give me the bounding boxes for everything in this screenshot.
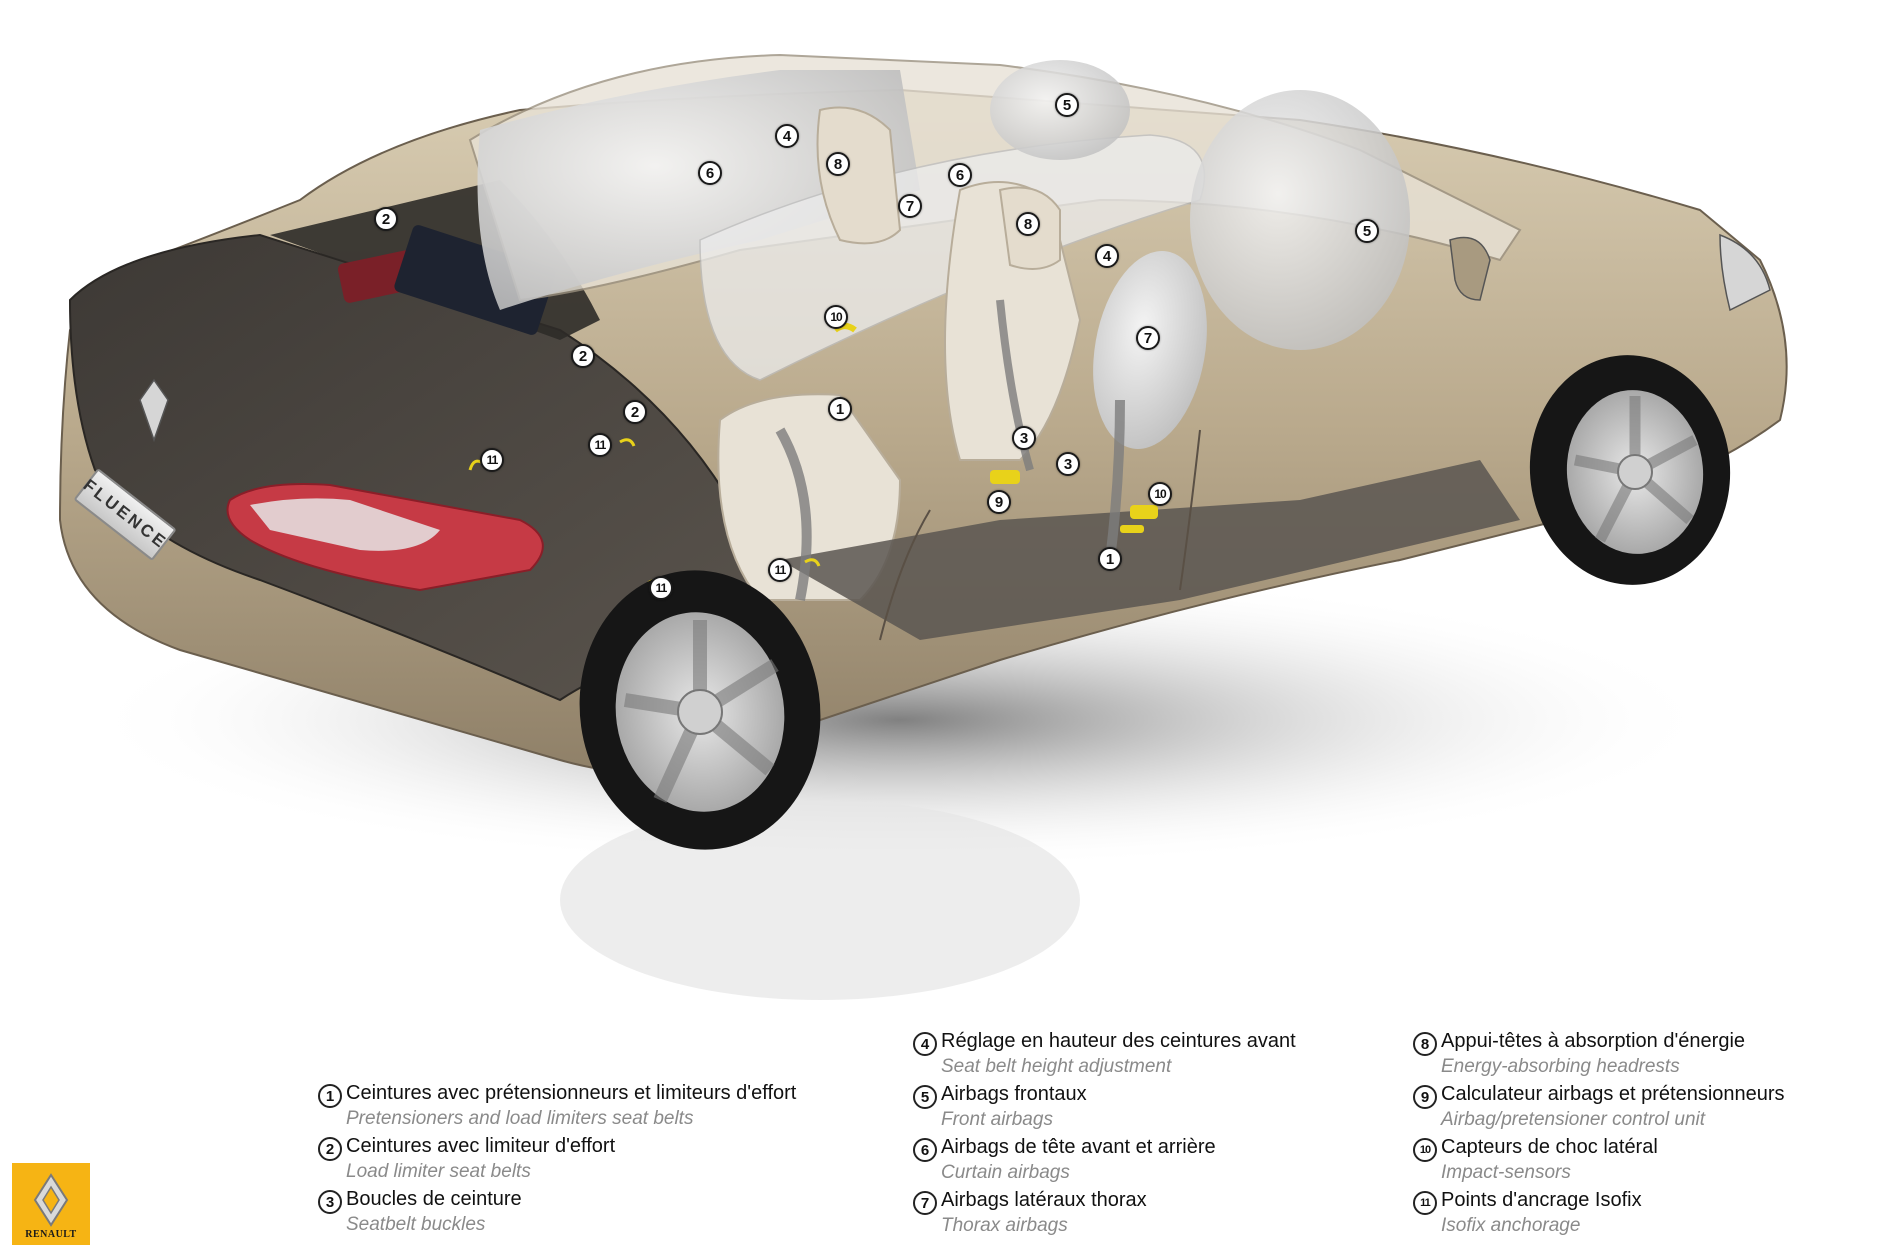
legend-number-badge: 3 [318, 1190, 342, 1214]
callout-marker-4[interactable]: 4 [1095, 244, 1119, 268]
legend-label-fr: Ceintures avec limiteur d'effort [346, 1135, 616, 1157]
legend-label-en: Load limiter seat belts [346, 1161, 531, 1182]
legend-label-fr: Calculateur airbags et prétensionneurs [1441, 1083, 1785, 1105]
callout-marker-2[interactable]: 2 [571, 344, 595, 368]
legend-label-en: Front airbags [941, 1109, 1053, 1130]
legend-number-badge: 5 [913, 1085, 937, 1109]
car-illustration-svg [58, 53, 1788, 1000]
callout-marker-10[interactable]: 10 [824, 305, 848, 329]
legend-number-badge: 2 [318, 1137, 342, 1161]
legend-number-badge: 1 [318, 1084, 342, 1108]
legend-number-badge: 10 [1413, 1138, 1437, 1162]
legend-number-badge: 6 [913, 1138, 937, 1162]
legend-number-badge: 7 [913, 1191, 937, 1215]
callout-marker-6[interactable]: 6 [948, 163, 972, 187]
legend-label-fr: Ceintures avec prétensionneurs et limite… [346, 1082, 797, 1104]
callout-marker-11[interactable]: 11 [480, 448, 504, 472]
legend-label-fr: Points d'ancrage Isofix [1441, 1189, 1642, 1211]
callout-marker-11[interactable]: 11 [649, 576, 673, 600]
legend-label-en: Airbag/pretensioner control unit [1441, 1109, 1706, 1130]
legend-label-en: Curtain airbags [941, 1162, 1070, 1183]
callout-marker-5[interactable]: 5 [1355, 219, 1379, 243]
callout-marker-11[interactable]: 11 [588, 433, 612, 457]
legend-number-badge: 9 [1413, 1085, 1437, 1109]
callout-marker-8[interactable]: 8 [826, 152, 850, 176]
legend-label-fr: Airbags frontaux [941, 1083, 1087, 1105]
renault-wordmark: RENAULT [25, 1229, 77, 1240]
callout-marker-4[interactable]: 4 [775, 124, 799, 148]
callout-marker-7[interactable]: 7 [1136, 326, 1160, 350]
callout-marker-7[interactable]: 7 [898, 194, 922, 218]
callout-marker-6[interactable]: 6 [698, 161, 722, 185]
legend-label-en: Energy-absorbing headrests [1441, 1056, 1680, 1077]
callout-marker-11[interactable]: 11 [768, 558, 792, 582]
callout-marker-9[interactable]: 9 [987, 490, 1011, 514]
legend-label-fr: Boucles de ceinture [346, 1188, 522, 1210]
legend-label-fr: Appui-têtes à absorption d'énergie [1441, 1030, 1746, 1052]
callout-marker-3[interactable]: 3 [1056, 452, 1080, 476]
legend-label-fr: Réglage en hauteur des ceintures avant [941, 1030, 1296, 1052]
callout-marker-1[interactable]: 1 [1098, 547, 1122, 571]
legend-label-en: Impact-sensors [1441, 1162, 1571, 1183]
callout-marker-5[interactable]: 5 [1055, 93, 1079, 117]
legend-number-badge: 4 [913, 1032, 937, 1056]
callout-marker-8[interactable]: 8 [1016, 212, 1040, 236]
legend-number-badge: 8 [1413, 1032, 1437, 1056]
legend-label-en: Isofix anchorage [1441, 1215, 1581, 1236]
legend-label-fr: Airbags latéraux thorax [941, 1189, 1147, 1211]
callout-marker-10[interactable]: 10 [1148, 482, 1172, 506]
legend-number-badge: 11 [1413, 1191, 1437, 1215]
legend-label-fr: Airbags de tête avant et arrière [941, 1136, 1216, 1158]
legend-label-en: Seatbelt buckles [346, 1214, 486, 1235]
renault-logo: RENAULT [12, 1163, 90, 1245]
renault-diamond-icon [31, 1173, 71, 1227]
callout-marker-2[interactable]: 2 [623, 400, 647, 424]
legend-label-en: Seat belt height adjustment [941, 1056, 1172, 1077]
callout-marker-3[interactable]: 3 [1012, 426, 1036, 450]
callout-marker-1[interactable]: 1 [828, 397, 852, 421]
callout-marker-2[interactable]: 2 [374, 207, 398, 231]
legend-label-en: Pretensioners and load limiters seat bel… [346, 1108, 694, 1129]
legend-label-fr: Capteurs de choc latéral [1441, 1136, 1658, 1158]
legend-label-en: Thorax airbags [941, 1215, 1068, 1236]
